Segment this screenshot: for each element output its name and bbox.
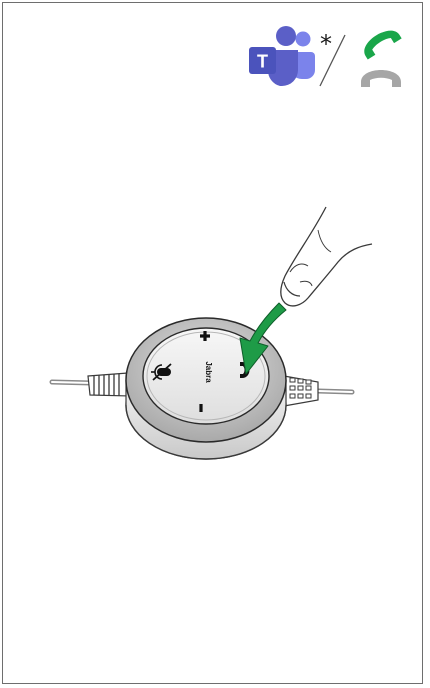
microsoft-teams-icon: T (249, 26, 315, 86)
pressing-finger (280, 206, 373, 307)
divider-slash (319, 34, 346, 87)
phone-end-icon (361, 70, 401, 87)
cable-right (315, 388, 355, 395)
cable-right-strain-relief (283, 375, 319, 407)
plus-icon[interactable] (200, 331, 210, 341)
footnote-asterisk: * (320, 30, 332, 58)
mic-mute-icon[interactable] (151, 363, 172, 381)
brand-logo: Jabra (204, 361, 213, 383)
teams-letter-tile (249, 47, 276, 74)
controller-face[interactable] (142, 327, 270, 425)
phone-answer-icon (364, 30, 402, 60)
cable-left (49, 379, 95, 386)
teams-letter: T (257, 52, 268, 72)
teams-person-small (295, 31, 311, 47)
press-arrow (239, 302, 287, 375)
cable-left-strain-relief (87, 372, 131, 397)
teams-person-large (276, 26, 296, 46)
inline-controller (125, 317, 287, 460)
